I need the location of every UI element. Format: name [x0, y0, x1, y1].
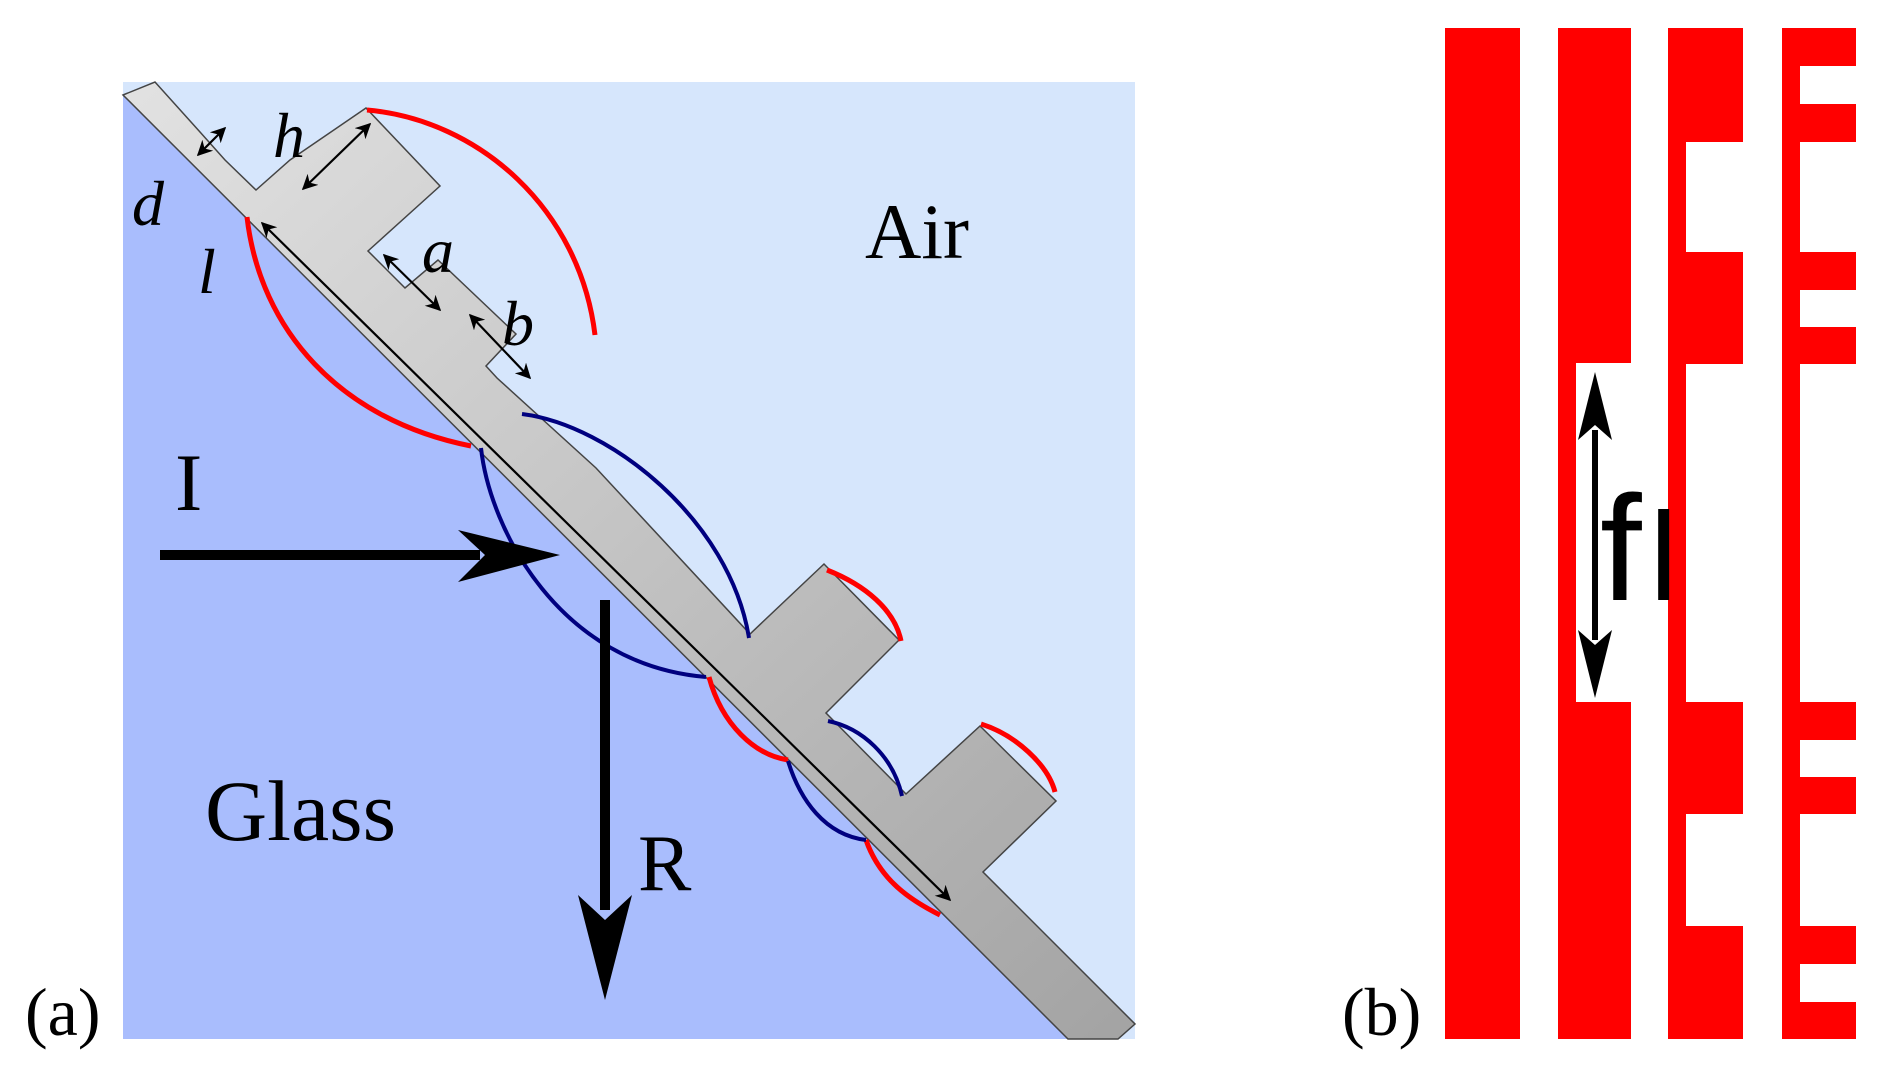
h-label: h [273, 100, 305, 171]
d-arrow [196, 126, 227, 157]
panel-a-label: (a) [25, 974, 100, 1050]
bar-2 [1558, 28, 1631, 1039]
incident-arrow [160, 530, 560, 582]
dimension-arrows [196, 122, 952, 902]
b-label: b [502, 288, 534, 359]
l-label: l [198, 236, 216, 307]
air-label: Air [865, 188, 969, 275]
d-label: d [132, 168, 165, 239]
bar-3 [1668, 28, 1743, 1039]
panel-b-label: (b) [1342, 974, 1421, 1050]
panel-a: Air Glass I R d h a b l (a) [25, 81, 1137, 1050]
l-arrow [260, 221, 952, 902]
fl-label: fl [1600, 464, 1677, 632]
reflected-arrow [578, 600, 632, 1000]
h-arrow [301, 122, 372, 191]
incident-label: I [175, 437, 202, 528]
red-mode-tooth2 [980, 721, 1058, 793]
bar-1 [1445, 28, 1520, 1039]
a-label: a [422, 215, 454, 286]
glass-label: Glass [205, 763, 396, 859]
reflected-label: R [638, 820, 692, 908]
fl-arrow [1578, 372, 1612, 698]
bar-4 [1782, 28, 1856, 1039]
panel-b [1445, 28, 1856, 1039]
